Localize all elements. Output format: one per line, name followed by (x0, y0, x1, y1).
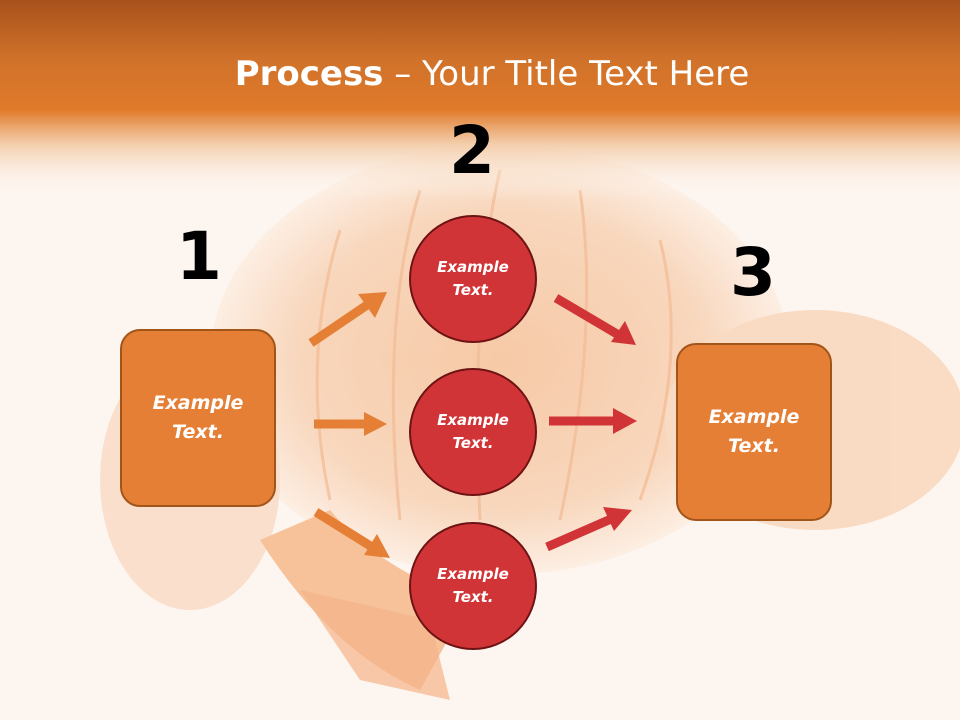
step-number-1: 1 (176, 218, 222, 295)
left-box[interactable]: Example Text. (120, 329, 276, 507)
title-bold: Process (234, 54, 384, 94)
slide-title: Process – Your Title Text Here (0, 54, 960, 94)
step-number-2: 2 (449, 112, 495, 189)
circle-top[interactable]: Example Text. (409, 215, 537, 343)
title-rest: – Your Title Text Here (383, 54, 750, 94)
step-number-3: 3 (730, 234, 776, 311)
right-box[interactable]: Example Text. (676, 343, 832, 521)
circle-middle[interactable]: Example Text. (409, 368, 537, 496)
circle-bottom[interactable]: Example Text. (409, 522, 537, 650)
